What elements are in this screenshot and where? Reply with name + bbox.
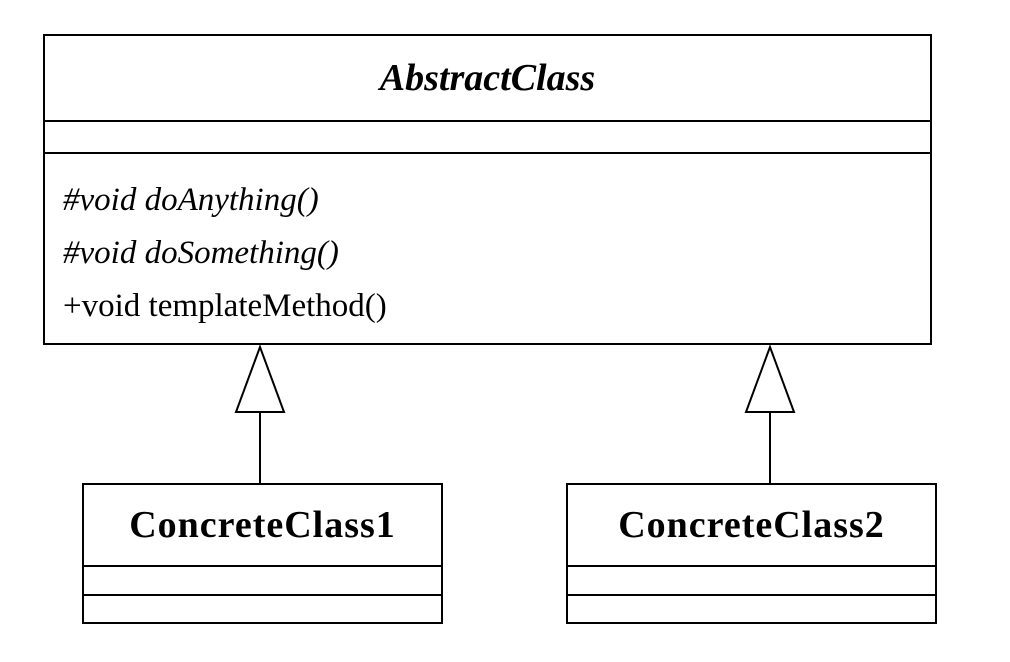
inheritance-arrowhead-icon: [234, 344, 286, 413]
abstract-class-operations: #void doAnything() #void doSomething() +…: [45, 154, 930, 333]
inheritance-link-concreteclass1: [234, 344, 286, 483]
concrete-class-1-box: ConcreteClass1: [82, 483, 443, 624]
concrete-class-1-attributes: [84, 567, 441, 596]
abstract-class-box: AbstractClass #void doAnything() #void d…: [43, 34, 932, 345]
inheritance-link-concreteclass2: [744, 344, 796, 483]
abstract-class-attributes: [45, 122, 930, 154]
operation-do-anything: #void doAnything(): [63, 182, 319, 218]
abstract-class-name: AbstractClass: [45, 36, 930, 122]
operation-do-something: #void doSomething(): [63, 235, 339, 271]
concrete-class-2-box: ConcreteClass2: [566, 483, 937, 624]
inheritance-arrowhead-icon: [744, 344, 796, 413]
concrete-class-2-attributes: [568, 567, 935, 596]
operation-template-method: +void templateMethod(): [63, 288, 387, 324]
concrete-class-1-name: ConcreteClass1: [84, 485, 441, 567]
concrete-class-2-name: ConcreteClass2: [568, 485, 935, 567]
